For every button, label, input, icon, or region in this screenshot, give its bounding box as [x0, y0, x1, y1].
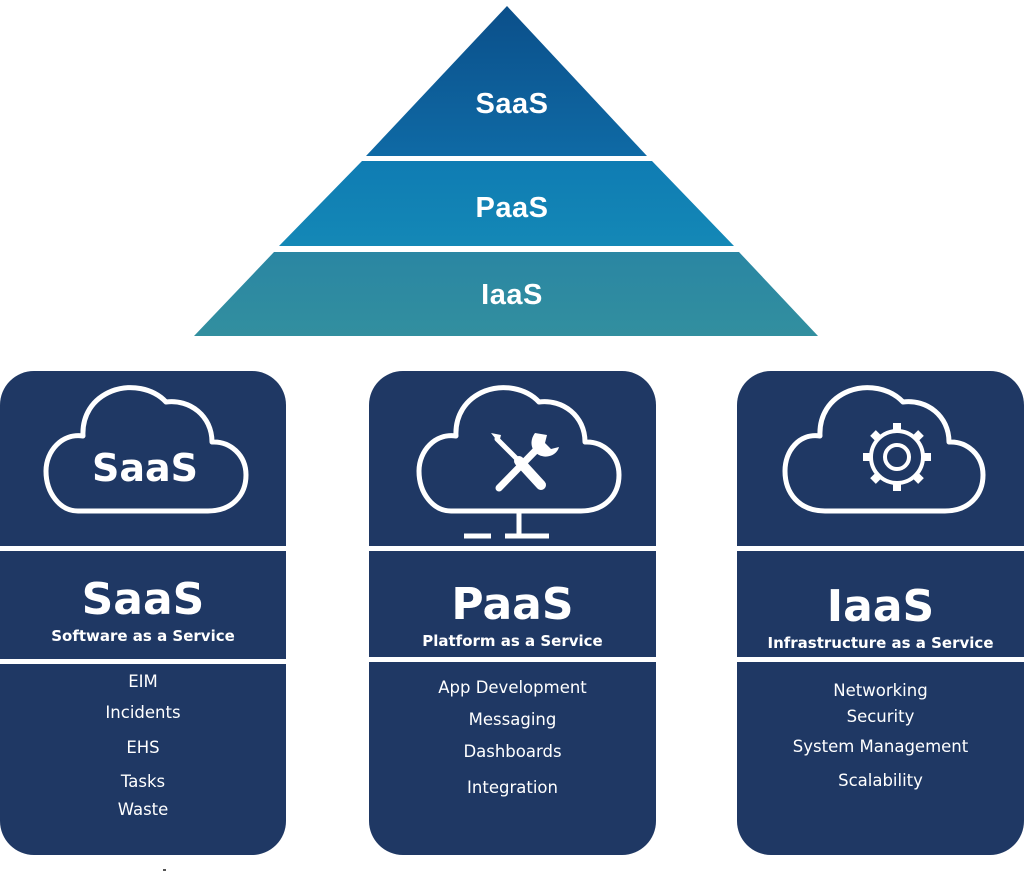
list-item: Security [846, 707, 915, 726]
gear-icon [863, 423, 931, 491]
card-title-saas: SaaS [81, 574, 205, 625]
pyramid-tier-saas [366, 6, 647, 156]
pyramid-label-paas: PaaS [475, 192, 549, 224]
cloud-saas-text: SaaS [92, 446, 198, 490]
pyramid-label-iaas: IaaS [481, 279, 543, 311]
stray-dot [163, 869, 166, 871]
pyramid-label-saas: SaaS [475, 88, 549, 120]
list-item: EHS [126, 738, 160, 757]
card-subtitle-paas: Platform as a Service [422, 632, 603, 650]
paas-card: PaaS Platform as a Service App Developme… [369, 371, 656, 855]
cloud-service-pyramid [194, 6, 818, 336]
card-divider-bottom [369, 657, 656, 662]
saas-card: SaaS SaaS Software as a Service EIM Inci… [0, 371, 286, 855]
pyramid-tier-paas [279, 161, 734, 246]
iaas-card: IaaS Infrastructure as a Service Network… [737, 371, 1024, 855]
list-item: App Development [438, 678, 587, 697]
cloud-tools-icon [416, 385, 622, 539]
wrench-icon [495, 433, 559, 492]
card-divider-top [0, 546, 286, 551]
screwdriver-icon [491, 433, 546, 490]
cloud-gear-icon [782, 385, 986, 514]
list-item: Waste [117, 800, 169, 819]
list-item: Networking [833, 681, 928, 700]
pyramid-tier-iaas [194, 252, 818, 336]
card-subtitle-saas: Software as a Service [51, 627, 235, 645]
card-divider-top [737, 546, 1024, 551]
list-item: EIM [128, 672, 158, 691]
list-item: Tasks [120, 772, 166, 791]
list-item: Incidents [105, 703, 181, 722]
card-subtitle-iaas: Infrastructure as a Service [767, 634, 994, 652]
cloud-saas-icon: SaaS [43, 385, 249, 514]
list-item: Messaging [468, 710, 557, 729]
card-divider-bottom [737, 657, 1024, 662]
card-title-iaas: IaaS [826, 581, 935, 632]
list-item: Scalability [838, 771, 923, 790]
card-title-paas: PaaS [451, 579, 574, 630]
list-item: Dashboards [463, 742, 562, 761]
list-item: Integration [467, 778, 558, 797]
card-divider-bottom [0, 659, 286, 664]
list-item: System Management [792, 737, 969, 756]
card-divider-top [369, 546, 656, 551]
